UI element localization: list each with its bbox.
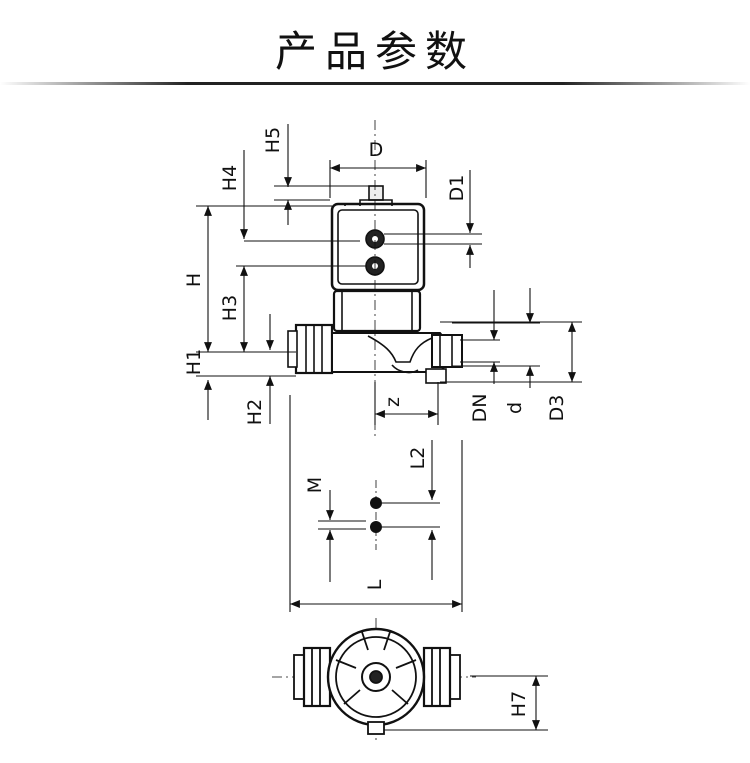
dim-label-h1: H1 — [183, 349, 205, 375]
dim-label-d3: D3 — [546, 395, 568, 422]
valve-top-view — [272, 618, 476, 740]
dim-label-h: H — [183, 273, 205, 287]
dim-label-m: M — [304, 477, 326, 493]
dim-label-z: z — [382, 397, 404, 407]
dim-label-h2: H2 — [244, 399, 266, 425]
dim-label-h7: H7 — [508, 691, 530, 717]
mounting-holes — [370, 480, 382, 550]
valve-front-view — [287, 185, 463, 384]
title-divider — [0, 82, 750, 85]
dimension-lines — [196, 124, 582, 731]
dim-label-h4: H4 — [219, 165, 241, 191]
page-title: 产品参数 — [274, 27, 475, 76]
dim-label-d-small: d — [504, 402, 526, 414]
dim-label-h3: H3 — [219, 295, 241, 321]
dim-label-d: D — [369, 139, 384, 161]
dim-label-dn: DN — [469, 394, 491, 423]
dim-label-l: L — [364, 579, 386, 590]
dim-label-d1: D1 — [446, 175, 468, 202]
dim-label-h5: H5 — [262, 127, 284, 153]
dim-label-l2: L2 — [407, 447, 429, 470]
